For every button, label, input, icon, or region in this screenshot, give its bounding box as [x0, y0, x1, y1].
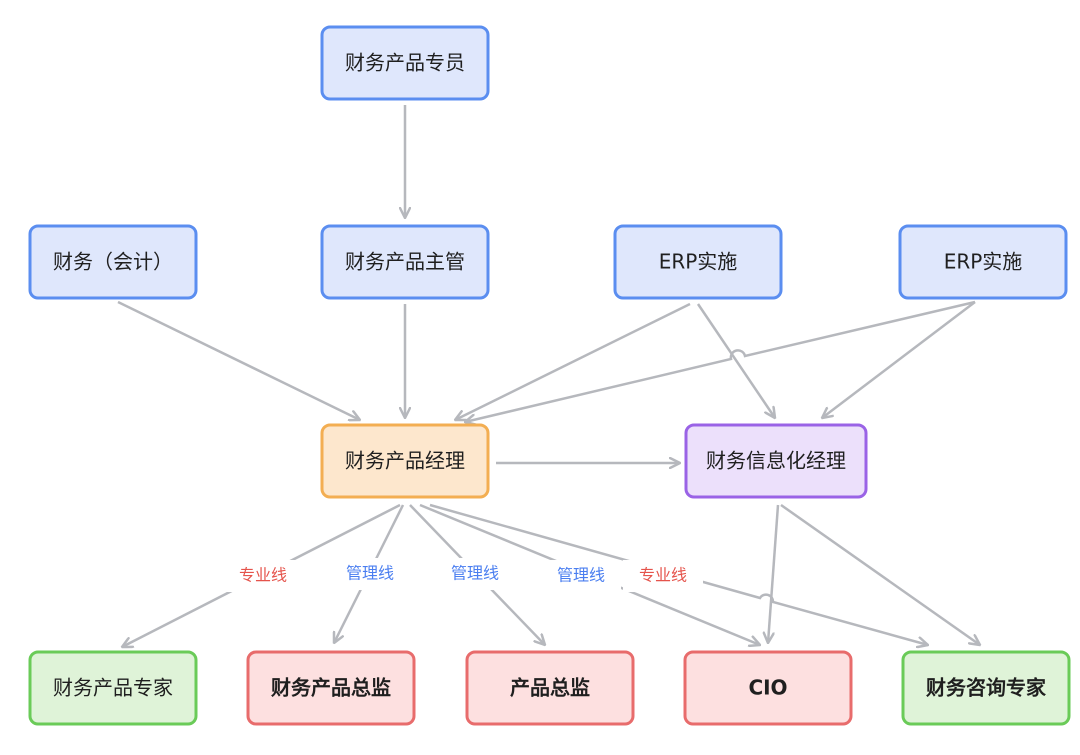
node-finance-product-expert[interactable]: 财务产品专家 — [28, 650, 198, 726]
node-cio[interactable]: CIO — [683, 650, 853, 726]
node-label: 财务信息化经理 — [706, 449, 846, 473]
node-finance-product-director[interactable]: 财务产品总监 — [246, 650, 416, 726]
node-finance-product-manager[interactable]: 财务产品经理 — [320, 423, 490, 499]
edge-accounting-to-manager — [117, 300, 360, 420]
edge-label-management-3: 管理线 — [557, 566, 605, 585]
edge-erp1-to-manager — [455, 302, 691, 420]
node-label: 财务产品专员 — [345, 51, 465, 75]
edge-labels: 专业线 管理线 管理线 管理线 专业线 — [223, 558, 703, 592]
edges — [117, 105, 980, 647]
edge-erp1-to-info-manager — [696, 303, 775, 418]
node-label: 财务产品专家 — [53, 676, 173, 700]
edge-label-professional-2: 专业线 — [639, 566, 687, 585]
node-finance-informatization-manager[interactable]: 财务信息化经理 — [684, 423, 868, 499]
edge-erp2-to-manager — [465, 300, 976, 422]
node-finance-accounting[interactable]: 财务（会计） — [28, 224, 198, 300]
edge-label-management-1: 管理线 — [346, 564, 394, 583]
edge-manager-to-consulting — [429, 503, 928, 645]
node-label: 财务产品主管 — [345, 250, 465, 274]
node-finance-product-supervisor[interactable]: 财务产品主管 — [320, 224, 490, 300]
node-label: 财务咨询专家 — [926, 676, 1047, 700]
node-label: ERP实施 — [944, 250, 1023, 274]
edge-info-manager-to-cio — [768, 504, 780, 643]
node-label: ERP实施 — [659, 250, 738, 274]
node-label: 产品总监 — [510, 676, 590, 700]
node-erp-implementation-1[interactable]: ERP实施 — [613, 224, 783, 300]
nodes: 财务产品专员 财务（会计） 财务产品主管 ERP实施 ERP实施 财务产品经理 … — [28, 25, 1071, 726]
node-erp-implementation-2[interactable]: ERP实施 — [898, 224, 1068, 300]
edge-label-professional-1: 专业线 — [239, 566, 287, 585]
node-label: 财务产品经理 — [345, 449, 465, 473]
node-label: 财务（会计） — [53, 250, 173, 274]
edge-info-manager-to-consulting — [780, 503, 980, 645]
node-finance-consulting-expert[interactable]: 财务咨询专家 — [901, 650, 1071, 726]
node-label: CIO — [748, 676, 787, 700]
edge-erp2-to-info-manager — [822, 301, 976, 418]
edge-label-management-2: 管理线 — [451, 564, 499, 583]
node-finance-product-specialist[interactable]: 财务产品专员 — [320, 25, 490, 101]
node-product-director[interactable]: 产品总监 — [465, 650, 635, 726]
node-label: 财务产品总监 — [271, 676, 391, 700]
